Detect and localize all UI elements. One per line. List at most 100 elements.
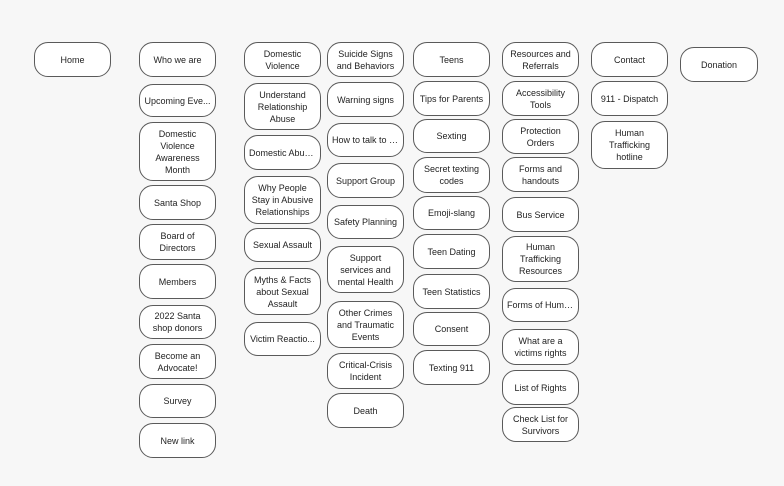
sitemap-node-teens[interactable]: Teens [413, 42, 490, 77]
sitemap-node-label: Become an Advocate! [154, 350, 201, 373]
sitemap-node-label: How to talk to s... [332, 135, 399, 145]
sitemap-node-label: Support services and mental Health [337, 252, 394, 287]
sitemap-node-sexual-assault[interactable]: Sexual Assault [244, 228, 321, 262]
sitemap-node-sexting[interactable]: Sexting [413, 119, 490, 153]
sitemap-node-survey[interactable]: Survey [139, 384, 216, 418]
sitemap-node-label: Donation [700, 59, 738, 70]
sitemap-node-members[interactable]: Members [139, 264, 216, 299]
sitemap-node-label: Bus Service [516, 209, 565, 220]
sitemap-node-label: Protection Orders [520, 125, 561, 148]
sitemap-node-become-an-advocate[interactable]: Become an Advocate! [139, 344, 216, 379]
sitemap-node-forms-of-huma[interactable]: Forms of Huma... [502, 288, 579, 322]
sitemap-node-label: Teens [439, 54, 464, 65]
sitemap-node-label: Forms of Huma... [507, 300, 574, 310]
sitemap-node-label: Human Trafficking Resources [518, 242, 563, 276]
sitemap-node-label: Domestic Abus... [249, 147, 316, 158]
sitemap-node-victim-reactio[interactable]: Victim Reactio... [244, 322, 321, 356]
sitemap-node-safety-planning[interactable]: Safety Planning [327, 205, 404, 239]
sitemap-node-label: Secret texting codes [423, 164, 480, 186]
sitemap-node-suicide-signs-and-behaviors[interactable]: Suicide Signs and Behaviors [327, 42, 404, 77]
sitemap-node-label: Santa Shop [153, 197, 202, 208]
sitemap-node-label: Death [353, 405, 378, 416]
sitemap-node-label: Sexting [436, 131, 467, 141]
sitemap-node-upcoming-eve[interactable]: Upcoming Eve... [139, 84, 216, 117]
sitemap-node-tips-for-parents[interactable]: Tips for Parents [413, 81, 490, 116]
sitemap-node-label: Resources and Referrals [510, 48, 571, 71]
sitemap-node-human-trafficking-hotline[interactable]: Human Trafficking hotline [591, 121, 668, 169]
sitemap-node-2022-santa-shop-donors[interactable]: 2022 Santa shop donors [139, 305, 216, 339]
sitemap-node-label: Check List for Survivors [512, 413, 569, 436]
sitemap-node-teen-statistics[interactable]: Teen Statistics [413, 274, 490, 309]
sitemap-node-consent[interactable]: Consent [413, 312, 490, 346]
sitemap-node-emoji-slang[interactable]: Emoji-slang [413, 196, 490, 230]
sitemap-node-label: Understand Relationship Abuse [257, 89, 308, 124]
sitemap-node-myths-facts-about-sexual-assault[interactable]: Myths & Facts about Sexual Assault [244, 268, 321, 315]
sitemap-node-warning-signs[interactable]: Warning signs [327, 82, 404, 117]
sitemap-node-label: What are a victims rights [514, 336, 567, 358]
sitemap-node-label: Members [158, 276, 197, 287]
sitemap-node-forms-and-handouts[interactable]: Forms and handouts [502, 157, 579, 192]
sitemap-node-label: Consent [434, 324, 469, 334]
sitemap-node-domestic-violence-awareness-month[interactable]: Domestic Violence Awareness Month [139, 122, 216, 181]
sitemap-node-texting-911[interactable]: Texting 911 [413, 350, 490, 385]
sitemap-node-teen-dating[interactable]: Teen Dating [413, 234, 490, 269]
sitemap-node-contact[interactable]: Contact [591, 42, 668, 77]
sitemap-node-domestic-abus[interactable]: Domestic Abus... [244, 135, 321, 170]
sitemap-node-death[interactable]: Death [327, 393, 404, 428]
sitemap-node-secret-texting-codes[interactable]: Secret texting codes [413, 157, 490, 193]
sitemap-node-label: Forms and handouts [518, 163, 562, 186]
sitemap-node-bus-service[interactable]: Bus Service [502, 197, 579, 232]
sitemap-node-domestic-violence[interactable]: Domestic Violence [244, 42, 321, 77]
sitemap-node-label: Teen Statistics [422, 286, 481, 297]
sitemap-node-label: Board of Directors [159, 231, 196, 253]
sitemap-node-label: Domestic Violence [263, 48, 302, 71]
sitemap-node-label: Contact [613, 54, 646, 65]
sitemap-node-label: Suicide Signs and Behaviors [336, 48, 395, 71]
sitemap-node-other-crimes-and-traumatic-events[interactable]: Other Crimes and Traumatic Events [327, 301, 404, 348]
sitemap-node-label: Critical-Crisis Incident [339, 360, 392, 382]
sitemap-node-home[interactable]: Home [34, 42, 111, 77]
sitemap-node-label: Safety Planning [333, 217, 398, 227]
sitemap-node-911-dispatch[interactable]: 911 - Dispatch [591, 81, 668, 116]
sitemap-node-new-link[interactable]: New link [139, 423, 216, 458]
sitemap-node-label: Sexual Assault [252, 240, 313, 250]
sitemap-node-why-people-stay-in-abusive-relationships[interactable]: Why People Stay in Abusive Relationships [244, 176, 321, 224]
sitemap-node-list-of-rights[interactable]: List of Rights [502, 370, 579, 405]
sitemap-node-label: 2022 Santa shop donors [152, 311, 203, 333]
sitemap-node-label: 911 - Dispatch [600, 93, 659, 104]
sitemap-node-label: Teen Dating [427, 246, 476, 257]
sitemap-node-support-group[interactable]: Support Group [327, 163, 404, 198]
sitemap-node-board-of-directors[interactable]: Board of Directors [139, 224, 216, 260]
sitemap-node-critical-crisis-incident[interactable]: Critical-Crisis Incident [327, 353, 404, 389]
sitemap-node-label: Who we are [153, 54, 202, 65]
sitemap-node-who-we-are[interactable]: Who we are [139, 42, 216, 77]
sitemap-node-how-to-talk-to-s[interactable]: How to talk to s... [327, 123, 404, 157]
sitemap-node-human-trafficking-resources[interactable]: Human Trafficking Resources [502, 236, 579, 282]
sitemap-node-label: List of Rights [514, 382, 567, 393]
sitemap-node-resources-and-referrals[interactable]: Resources and Referrals [502, 42, 579, 77]
sitemap-node-label: Home [60, 54, 85, 65]
sitemap-node-santa-shop[interactable]: Santa Shop [139, 185, 216, 220]
sitemap-node-understand-relationship-abuse[interactable]: Understand Relationship Abuse [244, 83, 321, 130]
sitemap-node-protection-orders[interactable]: Protection Orders [502, 119, 579, 154]
sitemap-node-label: Texting 911 [428, 362, 475, 373]
sitemap-node-label: Domestic Violence Awareness Month [155, 128, 200, 175]
sitemap-node-label: Myths & Facts about Sexual Assault [253, 274, 311, 309]
sitemap-node-support-services-and-mental-health[interactable]: Support services and mental Health [327, 246, 404, 293]
sitemap-node-label: Support Group [335, 175, 396, 186]
sitemap-node-label: Human Trafficking hotline [608, 128, 650, 162]
sitemap-node-check-list-for-survivors[interactable]: Check List for Survivors [502, 407, 579, 442]
sitemap-node-label: Upcoming Eve... [144, 95, 211, 106]
sitemap-node-what-are-a-victims-rights[interactable]: What are a victims rights [502, 329, 579, 365]
sitemap-node-label: Warning signs [337, 94, 394, 105]
sitemap-node-label: Why People Stay in Abusive Relationships [251, 183, 314, 217]
sitemap-node-accessibility-tools[interactable]: Accessibility Tools [502, 81, 579, 116]
sitemap-node-label: Victim Reactio... [250, 334, 315, 344]
sitemap-node-donation[interactable]: Donation [680, 47, 758, 82]
sitemap-node-label: New link [160, 435, 195, 446]
sitemap-node-label: Tips for Parents [419, 93, 484, 104]
sitemap-node-label: Survey [163, 396, 192, 406]
sitemap-node-label: Emoji-slang [427, 208, 476, 218]
sitemap-node-label: Accessibility Tools [515, 87, 565, 110]
